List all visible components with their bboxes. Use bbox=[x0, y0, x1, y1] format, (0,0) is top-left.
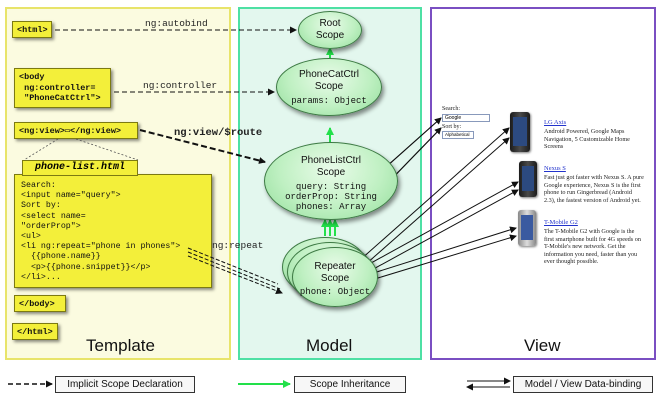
phonelist-scope: PhoneListCtrl Scope query: String orderP… bbox=[264, 142, 398, 220]
code-line: Search: bbox=[21, 181, 56, 190]
phonelist-scope-props: query: String orderProp: String phones: … bbox=[285, 182, 377, 212]
code-line: {{phone.name}} bbox=[21, 252, 101, 262]
binding-phone-2 bbox=[361, 181, 519, 269]
phone-snippet-tmobile-g2: The T-Mobile G2 with Google is the first… bbox=[544, 228, 641, 266]
model-title: Model bbox=[306, 336, 353, 355]
template-title: Template bbox=[86, 336, 155, 355]
code-line: Sort by: bbox=[21, 201, 61, 211]
legend-data-binding: Model / View Data-binding bbox=[513, 376, 653, 393]
root-scope-title: Root Scope bbox=[315, 18, 345, 41]
repeater-scope: Repeater Scope phone: Object bbox=[292, 247, 378, 307]
phone-image-nexus-s bbox=[519, 161, 537, 197]
binding-phone-3 bbox=[363, 226, 517, 277]
legend-scope-inheritance: Scope Inheritance bbox=[294, 376, 406, 393]
phone-image-tmobile-g2 bbox=[518, 210, 536, 246]
repeater-scope-props: phone: Object bbox=[299, 287, 371, 297]
phonecat-scope: PhoneCatCtrl Scope params: Object bbox=[276, 58, 382, 116]
view-search-input[interactable]: Google bbox=[442, 114, 490, 122]
phone-link-lg-axis[interactable]: LG Axis bbox=[544, 119, 567, 126]
repeater-scope-title: Repeater Scope bbox=[314, 261, 356, 284]
phone-link-nexus-s[interactable]: Nexus S bbox=[544, 165, 566, 172]
view-search-label: Search: bbox=[442, 106, 460, 112]
repeat-arrow-2 bbox=[187, 251, 281, 290]
autobind-label: ng:autobind bbox=[145, 18, 208, 29]
repeat-arrow-3 bbox=[187, 255, 283, 295]
code-line: <select name= bbox=[21, 211, 86, 221]
view-sort-select[interactable]: Alphabetical bbox=[442, 131, 474, 139]
phonecat-scope-props: params: Object bbox=[291, 96, 367, 106]
code-line: </li>... bbox=[21, 272, 61, 282]
file-tab-phone-list: phone-list.html bbox=[22, 160, 138, 176]
code-line: "orderProp"> bbox=[21, 221, 81, 231]
repeat-arrow-1 bbox=[187, 247, 279, 285]
view-panel bbox=[430, 7, 656, 360]
code-line: <li ng:repeat="phone in phones"> bbox=[21, 242, 181, 252]
body-open-tag: <body ng:controller= "PhoneCatCtrl"> bbox=[14, 68, 111, 108]
html-close-tag: </html> bbox=[12, 323, 58, 340]
route-arrow bbox=[139, 129, 266, 164]
phone-link-tmobile-g2[interactable]: T-Mobile G2 bbox=[544, 219, 578, 226]
phonelist-scope-title: PhoneListCtrl Scope bbox=[300, 155, 362, 178]
html-open-tag: <html> bbox=[12, 21, 52, 38]
phone-snippet-lg-axis: Android Powered, Google Maps Navigation,… bbox=[544, 128, 630, 151]
phone-image-lg-axis bbox=[510, 112, 530, 152]
view-title: View bbox=[524, 336, 561, 355]
phone-list-code: Search: <input name="query"> Sort by: <s… bbox=[14, 174, 212, 288]
code-line: <ul> bbox=[21, 232, 41, 242]
legend-implicit-scope: Implicit Scope Declaration bbox=[55, 376, 195, 393]
phone-snippet-nexus-s: Fast just got faster with Nexus S. A pur… bbox=[544, 174, 644, 204]
controller-label: ng:controller bbox=[143, 80, 218, 91]
view-sort-label: Sort by: bbox=[442, 124, 462, 130]
body-close-tag: </body> bbox=[14, 295, 66, 312]
binding-phone-1 bbox=[359, 127, 510, 261]
phonecat-scope-title: PhoneCatCtrl Scope bbox=[298, 69, 360, 92]
repeat-label: ng:repeat bbox=[212, 240, 264, 251]
view-route-label: ng:view/$route bbox=[174, 127, 263, 139]
root-scope: Root Scope bbox=[298, 11, 362, 49]
code-line: <p>{{phone.snippet}}</p> bbox=[21, 262, 151, 272]
ngview-tag: <ng:view>▭</ng:view> bbox=[14, 122, 138, 139]
code-line: <input name="query"> bbox=[21, 191, 121, 201]
